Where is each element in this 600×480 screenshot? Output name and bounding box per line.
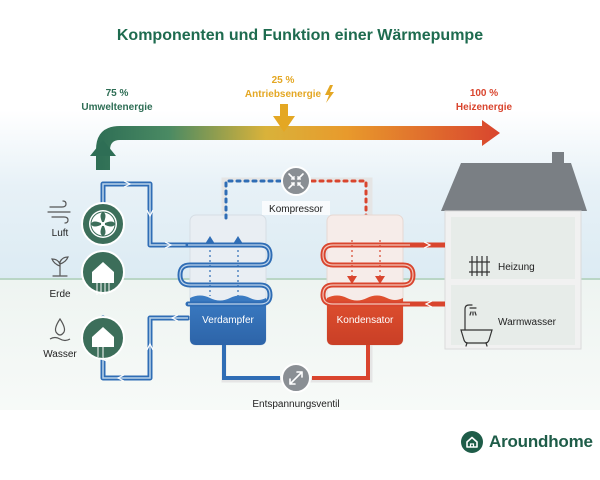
bathtub-icon <box>460 304 493 347</box>
wind-icon <box>47 200 71 224</box>
flow-arrow <box>146 209 154 218</box>
plant-icon <box>51 256 69 277</box>
evaporator-label: Verdampfer <box>202 315 254 326</box>
heating-label: Heizung <box>498 262 535 273</box>
lightning-icon <box>325 85 334 103</box>
condenser-coil-inner <box>322 244 445 305</box>
condenser-label: Kondensator <box>337 315 394 326</box>
flow-arrow <box>424 300 433 308</box>
flow-arrow <box>170 314 179 322</box>
water-drop-icon <box>54 317 66 336</box>
drive-energy-percent: 25 % <box>272 75 295 86</box>
evaporator-coil-inner <box>179 244 271 305</box>
flow-arrow <box>116 374 125 382</box>
ambient-energy-percent: 75 % <box>106 88 129 99</box>
drive-energy-label: Antriebsenergie <box>245 89 322 100</box>
flow-arrow <box>146 342 154 351</box>
source-label-ground: Erde <box>49 289 71 300</box>
source-water: Wasser <box>43 316 125 362</box>
discharge-line <box>310 179 368 230</box>
brand-house-icon <box>461 431 483 453</box>
ambient-arrow-head <box>90 140 116 156</box>
heat-energy-percent: 100 % <box>470 88 498 99</box>
suction-line <box>224 179 282 220</box>
flow-arrow <box>423 241 432 249</box>
energy-flow-arrow <box>96 120 500 170</box>
lower-room <box>451 285 575 345</box>
house-roof <box>441 163 587 211</box>
condenser-unit: Kondensator <box>320 214 448 346</box>
compressor-label: Kompressor <box>269 204 324 215</box>
page-title: Komponenten und Funktion einer Wärmepump… <box>117 27 483 44</box>
drive-energy-arrow <box>273 104 295 132</box>
chimney <box>552 152 564 170</box>
source-air: Luft <box>47 200 125 246</box>
expansion-valve-label: Entspannungsventil <box>252 399 339 410</box>
flow-arrow <box>164 241 173 249</box>
heat-energy-label: Heizenergie <box>456 102 513 113</box>
evaporator-unit: Verdampfer <box>177 214 273 346</box>
house: Heizung Warmwasser <box>441 152 587 350</box>
flow-arrow <box>123 180 132 188</box>
brand-logo: Aroundhome <box>461 430 593 454</box>
evaporator-vapor-arrows <box>205 236 243 296</box>
brand-name: Aroundhome <box>489 432 593 451</box>
expansion-valve: Entspannungsventil <box>222 345 370 410</box>
source-label-water: Wasser <box>43 349 77 360</box>
radiator-icon <box>469 256 490 276</box>
compressor: Kompressor <box>224 166 368 230</box>
source-ground: Erde <box>49 250 125 300</box>
condenser-flow-arrows <box>347 240 385 284</box>
hot-water-label: Warmwasser <box>498 317 557 328</box>
compressor-icon <box>281 166 311 196</box>
ambient-energy-label: Umweltenergie <box>81 102 153 113</box>
source-label-air: Luft <box>52 228 69 239</box>
